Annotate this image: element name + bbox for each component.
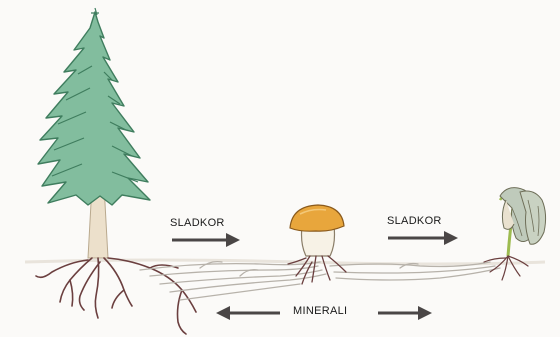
tree-roots (36, 258, 196, 334)
mushroom-icon (290, 205, 344, 256)
fungal-hyphae (140, 262, 500, 300)
sugar-label-left: SLADKOR (170, 217, 225, 229)
spruce-tree-icon (38, 8, 150, 258)
arrow-minerals-left (216, 306, 280, 320)
sugar-label-right: SLADKOR (387, 215, 442, 227)
arrow-sugar-right (388, 231, 458, 245)
seedling-roots (484, 256, 528, 280)
seedling-icon (500, 188, 546, 256)
arrow-minerals-right (378, 306, 432, 320)
soil-surface (25, 260, 545, 264)
minerals-label: MINERALI (293, 305, 347, 317)
arrow-sugar-left (172, 233, 240, 247)
